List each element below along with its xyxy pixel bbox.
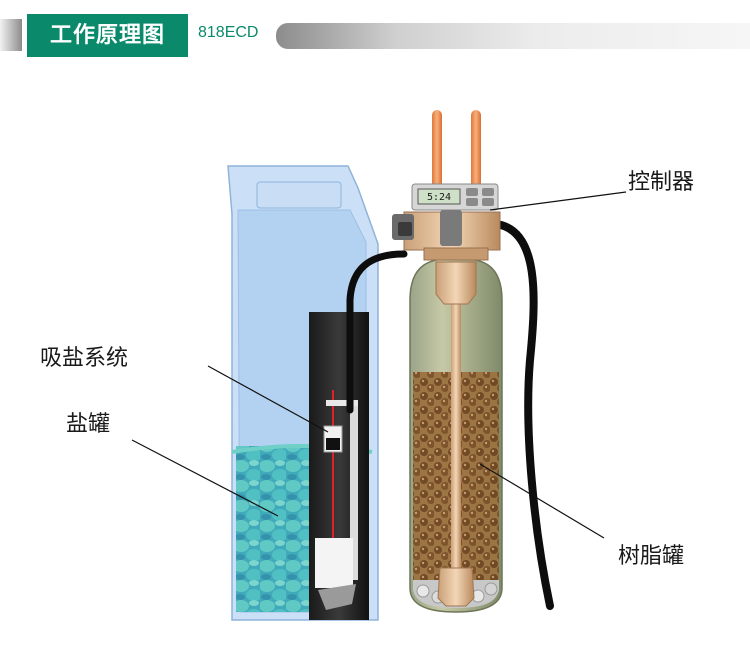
inlet-pipe [432, 110, 442, 192]
resin-tank [409, 257, 503, 613]
brine-line [346, 250, 408, 414]
resin-tank-label: 树脂罐 [618, 544, 685, 569]
salt-tank-leader-line [131, 439, 279, 517]
header-gradient-bar [276, 23, 750, 49]
suction-system-label: 吸盐系统 [40, 346, 129, 371]
controller-display-reading: 5:24 [427, 192, 451, 203]
drain-hose [492, 220, 554, 610]
salt-tank-label: 盐罐 [66, 412, 111, 437]
controller-leader-line [489, 191, 627, 211]
brine-well [309, 312, 369, 620]
header-left-accent [0, 19, 22, 51]
resin-tank-leader-line [479, 463, 605, 539]
page-title: 工作原理图 [27, 14, 188, 57]
header: 工作原理图 818ECD [0, 0, 750, 66]
control-valve [392, 183, 501, 261]
model-number: 818ECD [198, 24, 259, 41]
controller-label: 控制器 [628, 170, 695, 195]
suction-system-leader-line [207, 365, 329, 433]
outlet-pipe [471, 110, 481, 192]
